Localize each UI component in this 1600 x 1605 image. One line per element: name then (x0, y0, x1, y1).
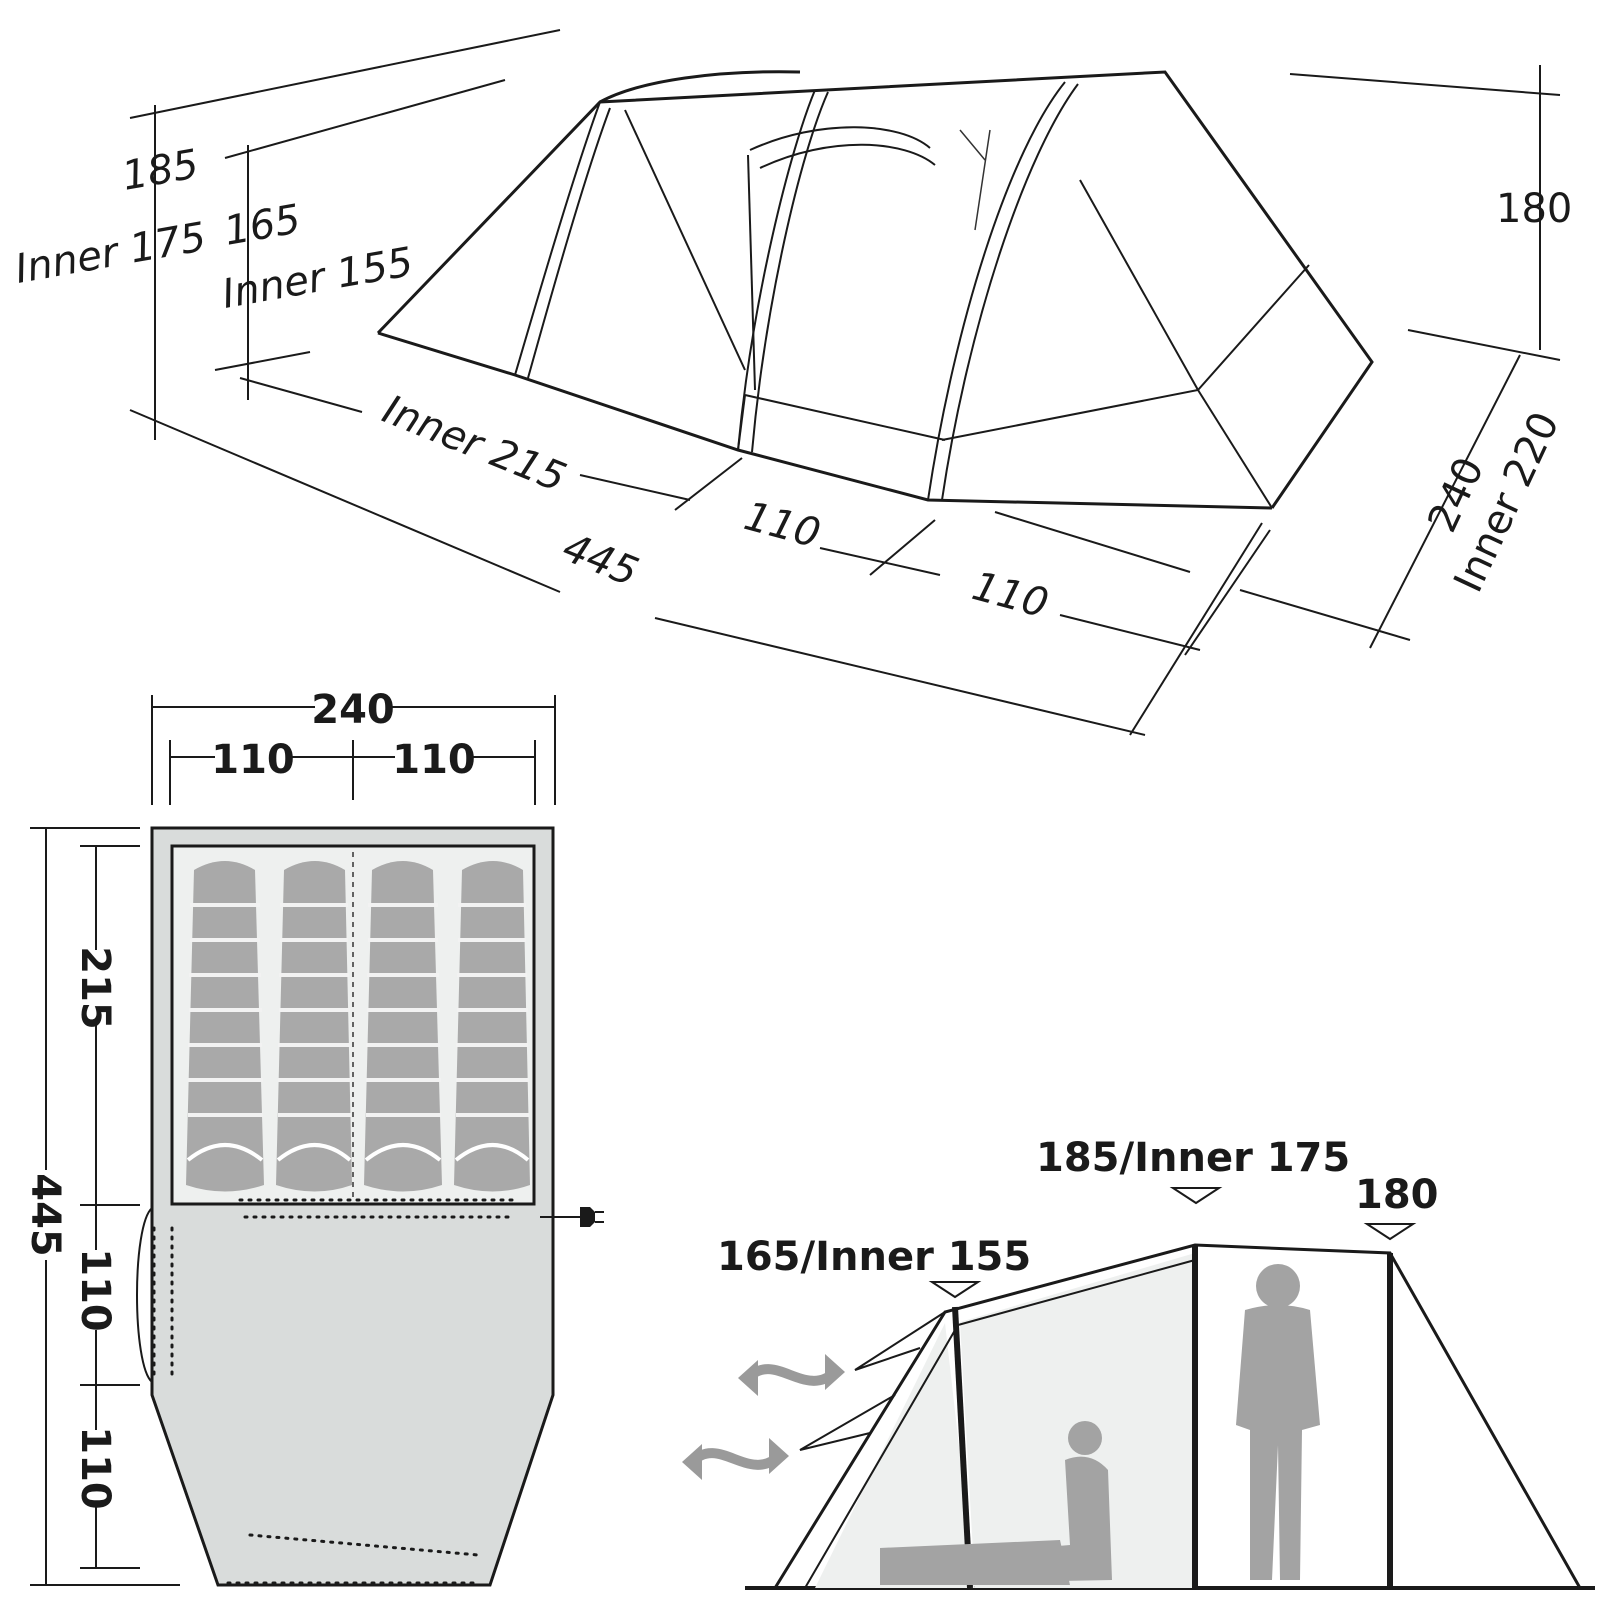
side-label-main: 185/Inner 175 (1036, 1135, 1350, 1181)
iso-tent-body (376, 70, 1374, 510)
iso-label-length-inner: Inner 215 (376, 387, 572, 502)
iso-label-height-main-inner: Inner 175 (12, 214, 210, 293)
plan-label-length-inner: 215 (72, 946, 118, 1030)
plan-sleeping-bags (186, 861, 530, 1192)
plan-label-length-total: 445 (22, 1173, 68, 1257)
plan-label-width-left: 110 (211, 737, 295, 783)
plan-side-door (136, 1207, 153, 1383)
side-inner-panel (960, 1253, 1195, 1588)
side-view: 185/Inner 175 180 165/Inner 155 (682, 1135, 1595, 1590)
plan-view: 240 110 110 445 215 110 110 (22, 687, 604, 1587)
standing-person-icon (1236, 1264, 1320, 1580)
plan-label-width-right: 110 (392, 737, 476, 783)
airflow-arrow-icon (682, 1354, 845, 1480)
plan-length-dims (30, 827, 180, 1586)
iso-height-dims (129, 29, 1561, 440)
iso-view: 185 Inner 175 165 Inner 155 180 Inner 21… (12, 29, 1572, 736)
iso-label-section-1: 110 (739, 493, 825, 557)
iso-label-height-front: 165 (221, 196, 304, 255)
iso-label-height-rear: 180 (1496, 186, 1572, 232)
plan-label-width-total: 240 (311, 687, 395, 733)
electric-plug-icon (540, 1207, 604, 1227)
plan-label-length-section-1: 110 (72, 1248, 118, 1332)
side-label-front: 165/Inner 155 (717, 1234, 1031, 1280)
sleeping-bag-1 (186, 861, 264, 1192)
side-label-rear: 180 (1355, 1172, 1439, 1218)
plan-dotted-markers (152, 1198, 514, 1585)
iso-label-height-main: 185 (119, 141, 202, 200)
iso-label-length-total: 445 (556, 525, 644, 596)
plan-label-length-section-2: 110 (72, 1426, 118, 1510)
side-tent-outline (773, 1243, 1582, 1589)
sleeping-bag-3 (364, 861, 442, 1192)
sleeping-bag-4 (454, 861, 530, 1192)
iso-length-dims (129, 354, 1521, 736)
plan-width-dims (151, 695, 556, 805)
sleeping-bag-2 (276, 861, 352, 1192)
iso-label-section-2: 110 (967, 563, 1053, 627)
side-height-markers (928, 1187, 1417, 1299)
seated-person-icon (880, 1421, 1112, 1585)
